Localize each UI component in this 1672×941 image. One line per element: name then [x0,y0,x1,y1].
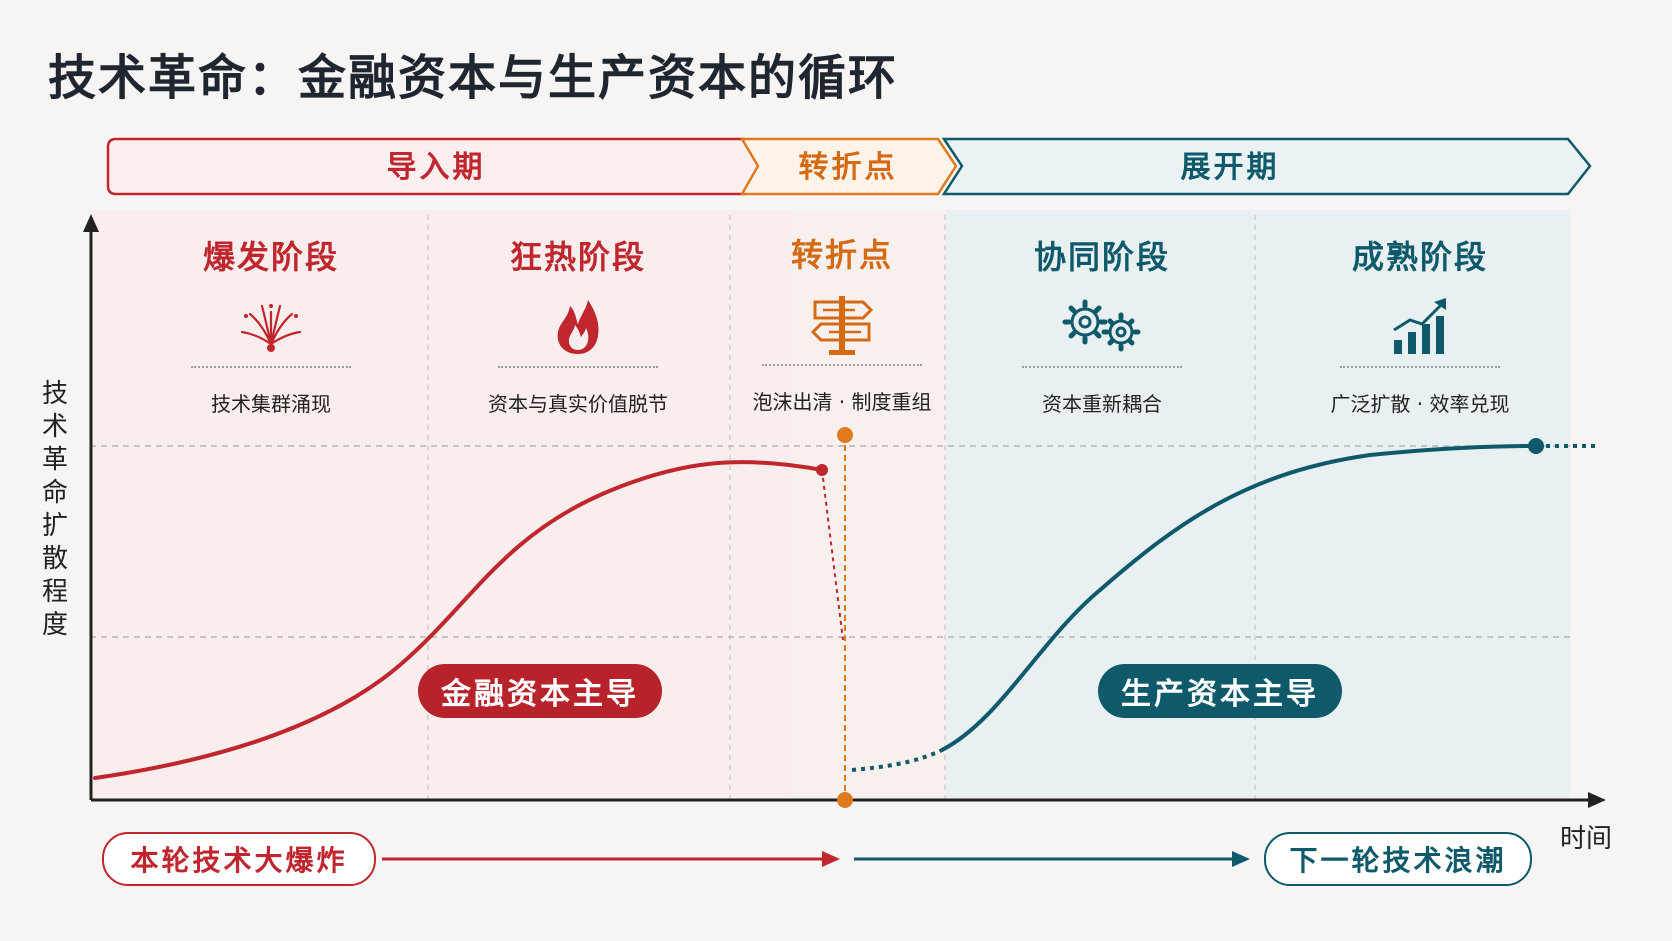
stage-divider [762,364,922,366]
stage-description: 资本重新耦合 [1042,392,1162,416]
y-axis-label: 技术革命扩散程度 [41,379,68,640]
stage-divider [191,366,351,368]
turning-point-top-dot [837,427,853,443]
next-tech-wave-pill: 下一轮技术浪潮 [1264,832,1532,886]
bottom-arrow-teal [854,851,1250,867]
phase-label-installation: 导入期 [387,150,486,185]
stage-title: 转折点 [790,236,893,274]
explosion-icon [141,294,401,356]
production-capital-dotted-start [851,748,943,772]
growth-chart-icon [1290,294,1550,356]
stage-description: 资本与真实价值脱节 [488,392,668,416]
turning-point-bottom-dot [837,792,853,808]
phase-label-turning: 转折点 [799,150,898,185]
stage-turning-point: 转折点 泡沫出清 · 制度重组 [712,230,972,415]
stage-frenzy: 狂热阶段 资本与真实价值脱节 [448,232,708,417]
stage-divider [1340,366,1500,368]
reference-lines [90,445,1570,638]
stage-title: 协同阶段 [1033,238,1170,276]
stage-explosion: 爆发阶段 技术集群涌现 [141,232,401,417]
phase-label-deployment: 展开期 [1181,150,1280,185]
flame-icon [448,294,708,356]
stage-divider [498,366,658,368]
production-capital-curve [940,444,1538,752]
x-axis-label: 时间 [1560,824,1613,854]
stage-description: 广泛扩散 · 效率兑现 [1330,392,1510,416]
phase-banner-deployment [941,137,1592,196]
stage-title: 狂热阶段 [509,238,646,276]
stage-divider [1022,366,1182,368]
stage-description: 技术集群涌现 [211,392,331,416]
current-tech-bigbang-pill: 本轮技术大爆炸 [102,832,376,886]
production-dominant-pill: 生产资本主导 [1098,664,1342,718]
phase-banner-turning [739,137,958,196]
bottom-arrow-red [382,851,840,867]
stage-maturity: 成熟阶段 广泛扩散 · 效率兑现 [1290,232,1550,417]
production-curve-end-dot [1528,438,1544,454]
stage-title: 成熟阶段 [1351,238,1488,276]
stage-description: 泡沫出清 · 制度重组 [752,390,932,414]
finance-dominant-pill: 金融资本主导 [418,664,662,718]
stage-separators [427,215,1256,800]
finance-capital-curve [93,460,824,780]
stage-synergy: 协同阶段 资本重新耦合 [972,232,1232,417]
phase-banner-installation [106,137,762,196]
signpost-icon [712,292,972,355]
stage-title: 爆发阶段 [202,238,339,276]
page-title: 技术革命：金融资本与生产资本的循环 [48,50,899,106]
gears-icon [972,294,1232,356]
